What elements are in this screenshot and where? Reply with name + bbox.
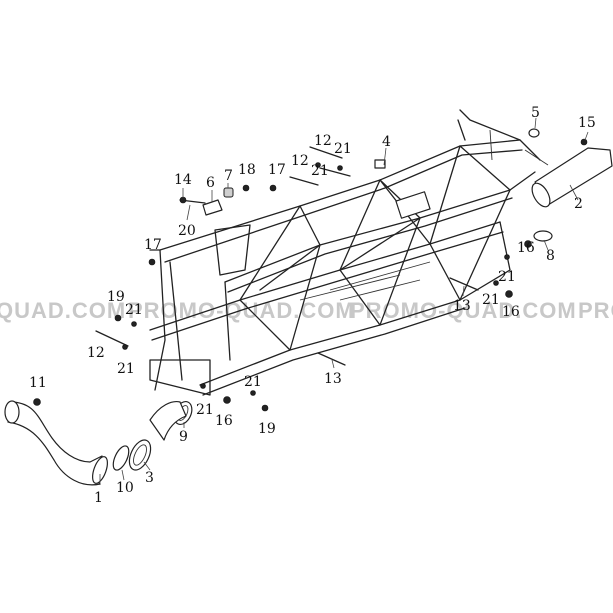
callout-16-c: 16 [215, 413, 233, 429]
callout-20: 20 [178, 223, 196, 239]
fasteners [33, 138, 588, 412]
callout-12-b: 12 [291, 153, 309, 169]
callout-19-b: 19 [258, 421, 276, 437]
callout-16-b: 16 [502, 304, 520, 320]
callout-5: 5 [531, 105, 540, 121]
callout-21-c: 21 [125, 302, 143, 318]
callout-10: 10 [116, 480, 134, 496]
callout-21-e: 21 [244, 374, 262, 390]
leader-lines [99, 117, 589, 485]
callout-21-g: 21 [498, 269, 516, 285]
callout-7: 7 [224, 168, 233, 184]
callout-13-b: 13 [324, 371, 342, 387]
callout-17-b: 17 [268, 162, 286, 178]
part-10-clamp [112, 445, 130, 471]
callout-11: 11 [29, 375, 47, 391]
callout-14: 14 [174, 172, 192, 188]
part-1-exhaust-pipe [4, 400, 108, 486]
callout-19-a: 19 [107, 289, 125, 305]
callout-18: 18 [238, 162, 256, 178]
part-3-gasket [128, 439, 152, 471]
callout-21-f: 21 [196, 402, 214, 418]
part-exhaust-connector [149, 400, 187, 441]
callout-15: 15 [578, 115, 596, 131]
part-5-plug [528, 128, 540, 138]
callout-21-h: 21 [482, 292, 500, 308]
watermark-left: QUAD.COM [0, 298, 126, 323]
callout-8: 8 [546, 248, 555, 264]
part-2-exhaust-pipe-rear [531, 147, 613, 208]
atv-frame [149, 109, 549, 396]
callout-13-a: 13 [453, 298, 471, 314]
callout-3: 3 [145, 470, 154, 486]
callout-1: 1 [94, 490, 103, 506]
callout-12-a: 12 [314, 133, 332, 149]
watermark-right: PRO [578, 298, 613, 323]
callout-6: 6 [206, 175, 215, 191]
callout-9: 9 [179, 429, 188, 445]
callout-21-a: 21 [334, 141, 352, 157]
callout-12-c: 12 [87, 345, 105, 361]
callout-17-a: 17 [144, 237, 162, 253]
part-8-clamp [533, 230, 553, 242]
callout-4: 4 [382, 134, 391, 150]
part-7-spacer [223, 187, 234, 198]
watermark-center-2: PROMO-QUAD.COM [350, 298, 577, 323]
part-6-bracket [202, 199, 223, 216]
callout-21-d: 21 [117, 361, 135, 377]
callout-16-a: 16 [517, 240, 535, 256]
callout-2: 2 [574, 196, 583, 212]
callout-21-b: 21 [311, 163, 329, 179]
callout-numbers: 1 2 3 4 5 6 7 8 9 10 11 12 12 12 12 13 1… [29, 105, 596, 506]
watermark: QUAD.COM PROMO-QUAD.COM PROMO-QUAD.COM P… [0, 298, 613, 323]
